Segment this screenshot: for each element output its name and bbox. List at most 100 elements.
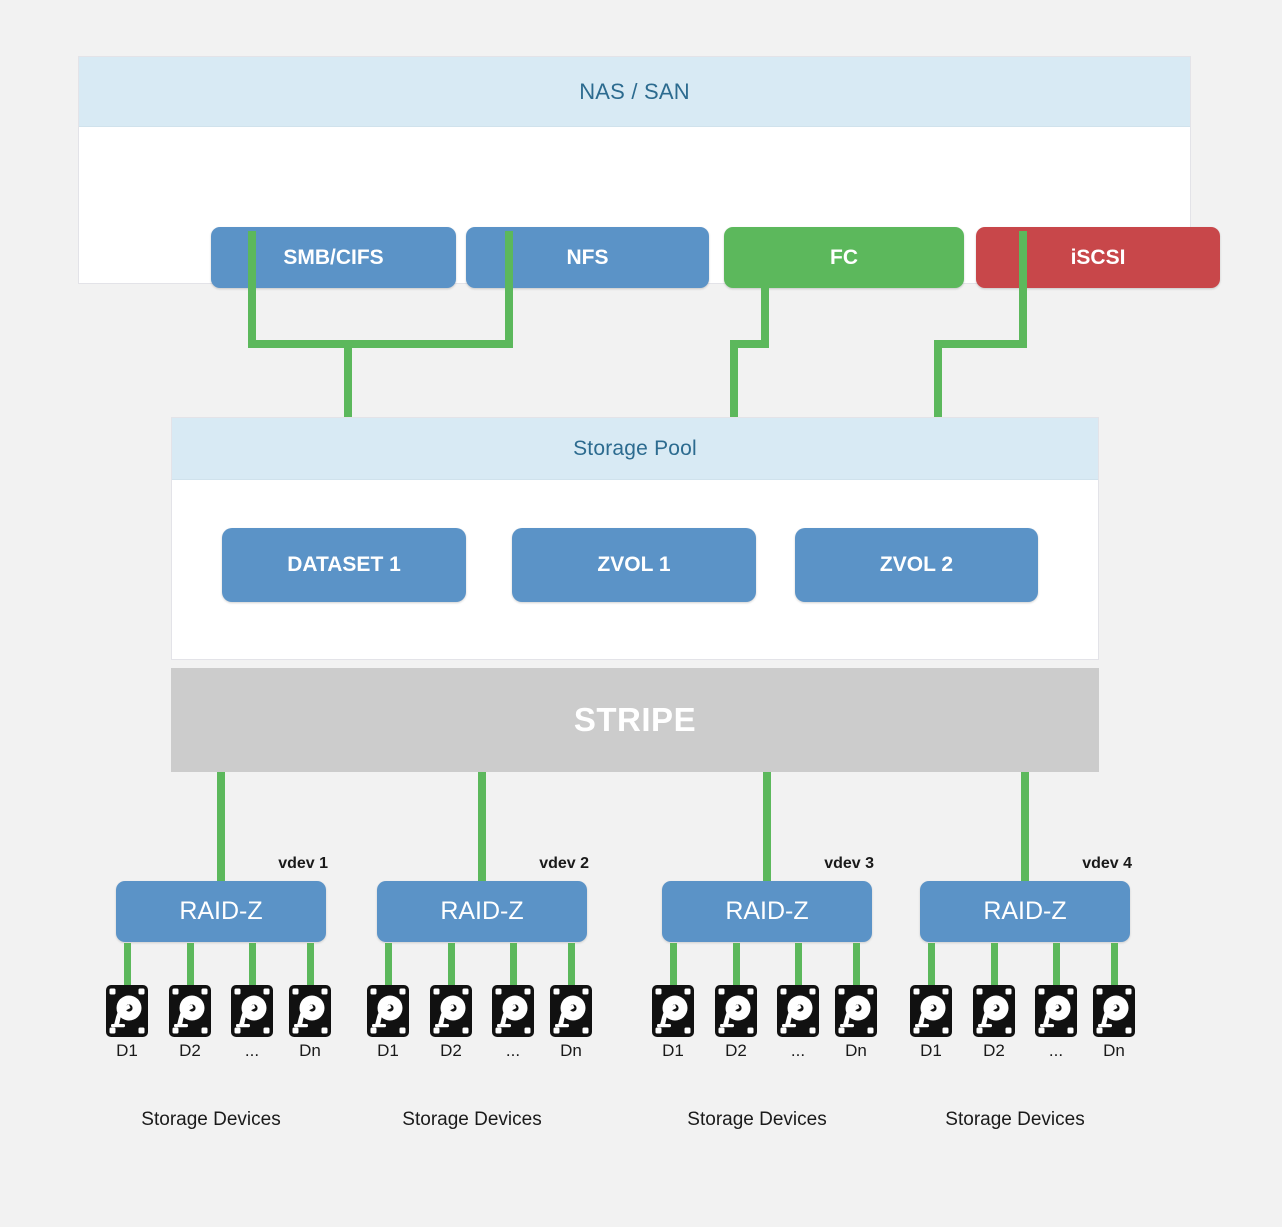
disk-leg-2-4 xyxy=(568,943,575,986)
disk-label-4-3: ... xyxy=(1048,1041,1064,1060)
disk-4-1[interactable]: D1 xyxy=(903,985,959,1061)
hard-disk-icon xyxy=(777,985,819,1037)
connector-stripe-to-vdev-3 xyxy=(763,772,771,882)
hard-disk-icon xyxy=(289,985,331,1037)
vdev-group-4: vdev 4 RAID-Z D1 xyxy=(870,855,1160,1155)
vdev-label-4: vdev 4 xyxy=(1082,855,1132,872)
vdev-group-3: vdev 3 RAID-Z D1 xyxy=(612,855,902,1155)
hard-disk-icon xyxy=(106,985,148,1037)
pool-item-zvol-2[interactable]: ZVOL 2 xyxy=(795,528,1038,602)
vdev-group-2: vdev 2 RAID-Z D1 xyxy=(327,855,617,1155)
disk-1-1[interactable]: D1 xyxy=(99,985,155,1061)
disk-leg-4-1 xyxy=(928,943,935,986)
vdev-group-1: vdev 1 RAID-Z D1 xyxy=(66,855,356,1155)
hard-disk-icon xyxy=(1093,985,1135,1037)
disk-label-1-3: ... xyxy=(244,1041,260,1060)
hard-disk-icon xyxy=(973,985,1015,1037)
disk-4-2[interactable]: D2 xyxy=(966,985,1022,1061)
disk-1-3[interactable]: ... xyxy=(224,985,280,1061)
hard-disk-icon xyxy=(367,985,409,1037)
protocol-label-smb-cifs: SMB/CIFS xyxy=(283,245,384,269)
raidz-label-3: RAID-Z xyxy=(725,897,809,925)
disk-leg-3-4 xyxy=(853,943,860,986)
vdev-label-3: vdev 3 xyxy=(824,855,874,872)
disk-3-3[interactable]: ... xyxy=(770,985,826,1061)
disk-label-4-1: D1 xyxy=(920,1041,942,1060)
storage-devices-label-4: Storage Devices xyxy=(945,1109,1085,1130)
disk-label-2-1: D1 xyxy=(377,1041,399,1060)
disk-4-3[interactable]: ... xyxy=(1028,985,1084,1061)
raidz-box-2[interactable]: RAID-Z xyxy=(377,881,587,942)
disk-leg-2-1 xyxy=(385,943,392,986)
disk-label-3-1: D1 xyxy=(662,1041,684,1060)
protocol-box-fc[interactable]: FC xyxy=(724,227,964,288)
disk-leg-4-2 xyxy=(991,943,998,986)
hard-disk-icon xyxy=(492,985,534,1037)
storage-pool-title: Storage Pool xyxy=(172,418,1098,480)
disk-1-4[interactable]: Dn xyxy=(282,985,338,1061)
raidz-box-1[interactable]: RAID-Z xyxy=(116,881,326,942)
disk-3-2[interactable]: D2 xyxy=(708,985,764,1061)
disk-label-3-2: D2 xyxy=(725,1041,747,1060)
disk-leg-1-1 xyxy=(124,943,131,986)
protocol-box-iscsi[interactable]: iSCSI xyxy=(976,227,1220,288)
vdev-label-1: vdev 1 xyxy=(278,855,328,872)
pool-item-label-zvol-1: ZVOL 1 xyxy=(597,553,671,576)
disk-2-2[interactable]: D2 xyxy=(423,985,479,1061)
disk-2-4[interactable]: Dn xyxy=(543,985,599,1061)
nas-san-title: NAS / SAN xyxy=(79,57,1190,127)
protocol-label-iscsi: iSCSI xyxy=(1070,245,1126,269)
disk-2-3[interactable]: ... xyxy=(485,985,541,1061)
raidz-label-4: RAID-Z xyxy=(983,897,1067,925)
disk-leg-1-3 xyxy=(249,943,256,986)
connector-stripe-to-vdev-4 xyxy=(1021,772,1029,882)
disk-label-3-4: Dn xyxy=(845,1041,867,1060)
disk-label-1-2: D2 xyxy=(179,1041,201,1060)
raidz-box-4[interactable]: RAID-Z xyxy=(920,881,1130,942)
storage-devices-label-3: Storage Devices xyxy=(687,1109,827,1130)
disk-label-2-3: ... xyxy=(505,1041,521,1060)
disk-label-4-2: D2 xyxy=(983,1041,1005,1060)
pool-item-zvol-1[interactable]: ZVOL 1 xyxy=(512,528,756,602)
hard-disk-icon xyxy=(715,985,757,1037)
pool-item-dataset-1[interactable]: DATASET 1 xyxy=(222,528,466,602)
hard-disk-icon xyxy=(231,985,273,1037)
connector-iscsi-jog-bar xyxy=(934,340,1027,348)
disk-label-2-2: D2 xyxy=(440,1041,462,1060)
disk-label-1-1: D1 xyxy=(116,1041,138,1060)
disk-label-1-4: Dn xyxy=(299,1041,321,1060)
stripe-label: STRIPE xyxy=(573,701,697,738)
disk-leg-3-1 xyxy=(670,943,677,986)
raidz-label-2: RAID-Z xyxy=(440,897,524,925)
disk-label-4-4: Dn xyxy=(1103,1041,1125,1060)
connector-nfs-vertical xyxy=(505,231,513,348)
disk-leg-2-2 xyxy=(448,943,455,986)
hard-disk-icon xyxy=(1035,985,1077,1037)
vdev-label-2: vdev 2 xyxy=(539,855,589,872)
connector-smb-vertical xyxy=(248,231,256,348)
disk-leg-3-3 xyxy=(795,943,802,986)
disk-2-1[interactable]: D1 xyxy=(360,985,416,1061)
disk-4-4[interactable]: Dn xyxy=(1086,985,1142,1061)
disk-1-2[interactable]: D2 xyxy=(162,985,218,1061)
hard-disk-icon xyxy=(169,985,211,1037)
hard-disk-icon xyxy=(910,985,952,1037)
raidz-box-3[interactable]: RAID-Z xyxy=(662,881,872,942)
hard-disk-icon xyxy=(430,985,472,1037)
connector-fc-vertical-upper xyxy=(761,231,769,348)
disk-label-3-3: ... xyxy=(790,1041,806,1060)
protocol-label-nfs: NFS xyxy=(566,245,609,269)
connector-smb-nfs-merge-bar xyxy=(248,340,513,348)
protocol-box-nfs[interactable]: NFS xyxy=(466,227,709,288)
pool-item-label-zvol-2: ZVOL 2 xyxy=(879,553,954,576)
protocol-label-fc: FC xyxy=(830,245,858,269)
disk-leg-4-4 xyxy=(1111,943,1118,986)
disk-3-1[interactable]: D1 xyxy=(645,985,701,1061)
disk-3-4[interactable]: Dn xyxy=(828,985,884,1061)
connector-fc-jog-bar xyxy=(730,340,769,348)
disk-leg-1-2 xyxy=(187,943,194,986)
disk-label-2-4: Dn xyxy=(560,1041,582,1060)
disk-leg-3-2 xyxy=(733,943,740,986)
connector-iscsi-vertical-upper xyxy=(1019,231,1027,348)
